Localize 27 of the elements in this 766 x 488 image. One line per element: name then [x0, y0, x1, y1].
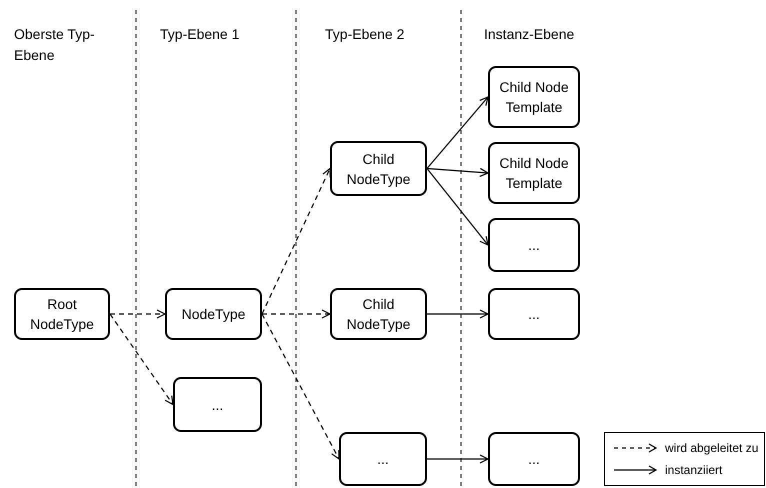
- arrow: [261, 314, 340, 460]
- process-box: Child Node Template: [488, 66, 580, 128]
- column-heading: Oberste Typ-Ebene: [14, 25, 96, 65]
- legend-label: wird abgeleitet zu: [665, 440, 758, 457]
- column-heading: Typ-Ebene 1: [160, 25, 240, 44]
- arrow: [110, 309, 166, 319]
- process-box: NodeType: [165, 288, 262, 340]
- process-box: Child Node Template: [488, 142, 580, 204]
- arrow: [427, 309, 489, 319]
- process-box: Root NodeType: [14, 288, 110, 340]
- arrow: [426, 168, 489, 177]
- process-box: ...: [339, 432, 427, 486]
- arrow: [427, 454, 489, 464]
- legend-label: instanziiert: [665, 462, 722, 479]
- process-box: Child NodeType: [330, 288, 427, 340]
- arrow: [262, 309, 331, 319]
- process-box: ...: [488, 288, 580, 340]
- column-heading: Typ-Ebene 2: [325, 25, 406, 44]
- process-box: ...: [173, 377, 262, 432]
- arrow: [426, 168, 489, 246]
- arrow: [261, 168, 331, 314]
- arrow: [426, 96, 489, 169]
- process-box: ...: [488, 432, 580, 486]
- arrow: [110, 314, 174, 406]
- process-box: ...: [488, 218, 580, 272]
- column-heading: Instanz-Ebene: [484, 25, 576, 44]
- process-box: Child NodeType: [330, 141, 427, 196]
